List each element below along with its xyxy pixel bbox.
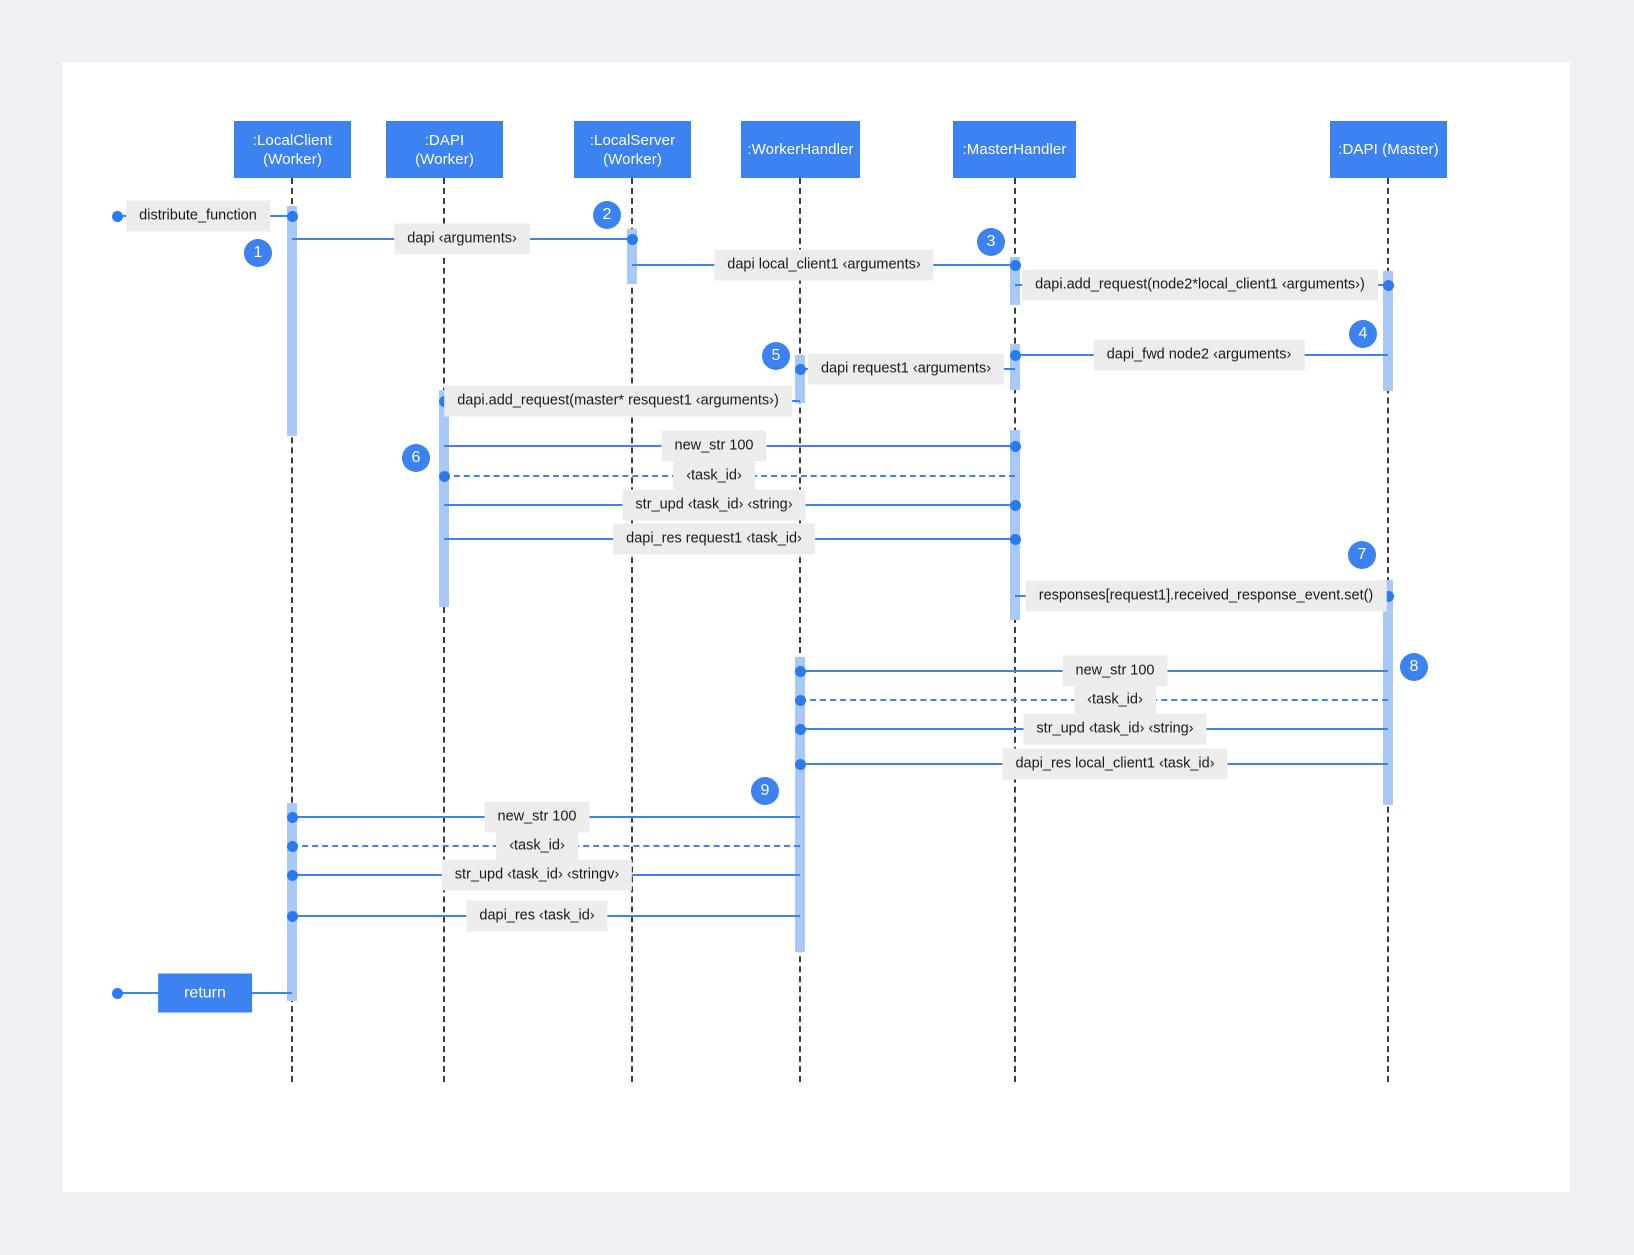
step-marker-9[interactable]: 9 bbox=[751, 777, 779, 805]
lifeline-head-localclient[interactable]: :LocalClient (Worker) bbox=[234, 121, 351, 178]
message-label-m16[interactable]: new_str 100 bbox=[484, 801, 590, 833]
lifeline-line-masterhandler bbox=[1014, 178, 1016, 1082]
message-endpoint-dot-m16 bbox=[287, 812, 298, 823]
step-marker-8[interactable]: 8 bbox=[1400, 653, 1428, 681]
message-origin-dot-m20 bbox=[112, 988, 123, 999]
message-endpoint-dot-m14 bbox=[795, 724, 806, 735]
message-label-m8[interactable]: ‹task_id› bbox=[673, 460, 755, 492]
message-origin-dot-m0 bbox=[112, 211, 123, 222]
step-marker-3[interactable]: 3 bbox=[977, 228, 1005, 256]
lifeline-head-dapi_worker[interactable]: :DAPI (Worker) bbox=[386, 121, 503, 178]
message-endpoint-dot-m2 bbox=[1010, 260, 1021, 271]
message-endpoint-dot-m9 bbox=[1010, 500, 1021, 511]
message-label-m3[interactable]: dapi.add_request(node2*local_client1 ‹ar… bbox=[1022, 269, 1378, 301]
activation-bar-localclient bbox=[287, 206, 297, 436]
message-label-m18[interactable]: str_upd ‹task_id› ‹stringv› bbox=[441, 859, 633, 891]
activation-bar-workerhandler bbox=[795, 657, 805, 952]
message-label-m11[interactable]: responses[request1].received_response_ev… bbox=[1025, 580, 1387, 612]
step-marker-6[interactable]: 6 bbox=[402, 444, 430, 472]
message-endpoint-dot-m15 bbox=[795, 759, 806, 770]
message-endpoint-dot-m18 bbox=[287, 870, 298, 881]
message-label-m7[interactable]: new_str 100 bbox=[661, 430, 767, 462]
step-marker-1[interactable]: 1 bbox=[244, 239, 272, 267]
activation-bar-dapi_master bbox=[1383, 271, 1393, 391]
activation-bar-localserver bbox=[627, 229, 637, 284]
message-endpoint-dot-m8 bbox=[439, 471, 450, 482]
message-endpoint-dot-m19 bbox=[287, 911, 298, 922]
activation-bar-localclient bbox=[287, 803, 297, 1001]
step-marker-5[interactable]: 5 bbox=[762, 342, 790, 370]
message-endpoint-dot-m3 bbox=[1383, 280, 1394, 291]
message-label-m14[interactable]: str_upd ‹task_id› ‹string› bbox=[1023, 713, 1207, 745]
message-label-m2[interactable]: dapi local_client1 ‹arguments› bbox=[714, 249, 934, 281]
lifeline-head-localserver[interactable]: :LocalServer (Worker) bbox=[574, 121, 691, 178]
message-label-m5[interactable]: dapi request1 ‹arguments› bbox=[807, 353, 1005, 385]
message-label-m0[interactable]: distribute_function bbox=[126, 200, 270, 232]
lifeline-line-localserver bbox=[631, 178, 633, 1082]
lifeline-head-workerhandler[interactable]: :WorkerHandler bbox=[741, 121, 860, 178]
message-label-m20[interactable]: return bbox=[158, 973, 252, 1013]
message-endpoint-dot-m12 bbox=[795, 666, 806, 677]
message-label-m13[interactable]: ‹task_id› bbox=[1074, 684, 1156, 716]
lifeline-line-localclient bbox=[291, 178, 293, 1082]
message-endpoint-dot-m17 bbox=[287, 841, 298, 852]
message-label-m17[interactable]: ‹task_id› bbox=[496, 830, 578, 862]
message-label-m15[interactable]: dapi_res local_client1 ‹task_id› bbox=[1002, 748, 1228, 780]
message-endpoint-dot-m5 bbox=[795, 364, 806, 375]
step-marker-2[interactable]: 2 bbox=[593, 201, 621, 229]
message-endpoint-dot-m13 bbox=[795, 695, 806, 706]
message-endpoint-dot-m11 bbox=[1383, 591, 1394, 602]
lifeline-head-masterhandler[interactable]: :MasterHandler bbox=[953, 121, 1076, 178]
message-endpoint-dot-m4 bbox=[1010, 350, 1021, 361]
step-marker-7[interactable]: 7 bbox=[1348, 541, 1376, 569]
activation-bar-dapi_worker bbox=[439, 390, 449, 607]
lifeline-line-workerhandler bbox=[799, 178, 801, 1082]
activation-bar-masterhandler bbox=[1010, 344, 1020, 390]
message-label-m6[interactable]: dapi.add_request(master* resquest1 ‹argu… bbox=[444, 385, 792, 417]
message-endpoint-dot-m1 bbox=[627, 234, 638, 245]
message-label-m9[interactable]: str_upd ‹task_id› ‹string› bbox=[622, 489, 806, 521]
message-label-m19[interactable]: dapi_res ‹task_id› bbox=[466, 900, 608, 932]
activation-bar-masterhandler bbox=[1010, 430, 1020, 620]
lifeline-line-dapi_worker bbox=[443, 178, 445, 1082]
lifeline-head-dapi_master[interactable]: :DAPI (Master) bbox=[1330, 121, 1447, 178]
message-endpoint-dot-m0 bbox=[287, 211, 298, 222]
message-endpoint-dot-m10 bbox=[1010, 534, 1021, 545]
message-endpoint-dot-m7 bbox=[1010, 441, 1021, 452]
message-label-m12[interactable]: new_str 100 bbox=[1062, 655, 1168, 687]
step-marker-4[interactable]: 4 bbox=[1349, 320, 1377, 348]
activation-bar-masterhandler bbox=[1010, 257, 1020, 305]
message-label-m4[interactable]: dapi_fwd node2 ‹arguments› bbox=[1093, 339, 1305, 371]
message-label-m10[interactable]: dapi_res request1 ‹task_id› bbox=[613, 523, 815, 555]
activation-bar-workerhandler bbox=[795, 355, 805, 403]
message-label-m1[interactable]: dapi ‹arguments› bbox=[394, 223, 530, 255]
activation-bar-dapi_master bbox=[1383, 580, 1393, 805]
